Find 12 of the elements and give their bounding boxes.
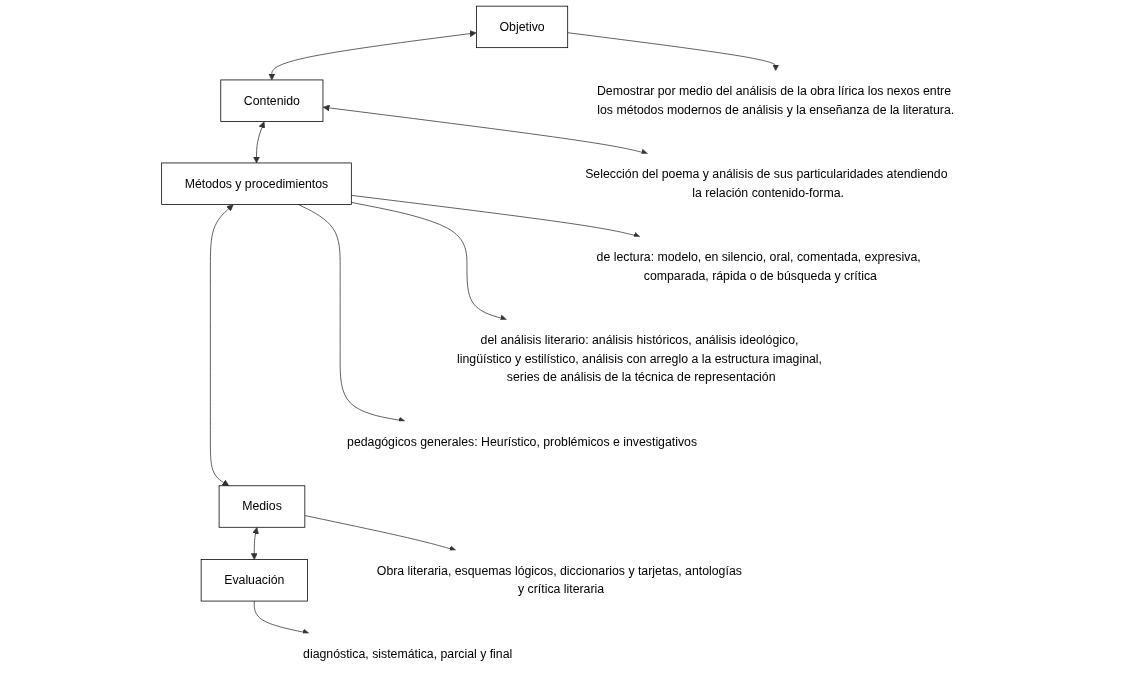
node-text: de lectura: modelo, en silencio, oral, comentada, expresiva, comparada, rápida o de búsqueda y crítica — [596, 250, 921, 283]
node-text: del análisis literario: análisis históricos, análisis ideológico, lingüístico y estilístico, análisis con arreglo a la estructura imaginal, series de análisis de la técnica de representación — [457, 333, 823, 384]
node-box: Objetivo — [476, 5, 569, 49]
node-text: Obra literaria, esquemas lógicos, diccionarios y tarjetas, antologías y crítica literaria — [376, 564, 742, 596]
node-box: Contenido — [220, 79, 324, 122]
node-text: pedagógicos generales: Heurístico, problémicos e investigativos — [347, 435, 698, 449]
node-box: Medios — [218, 485, 306, 528]
node-box: Evaluación — [200, 559, 308, 602]
node-text: Demostrar por medio del análisis de la obra lírica los nexos entre los métodos modernos de análisis y la enseñanza de la literatura. — [597, 84, 955, 117]
node-text: diagnóstica, sistemática, parcial y final — [303, 647, 513, 661]
node-text: Selección del poema y análisis de sus particularidades atendiendo la relación contenido-forma. — [585, 167, 948, 200]
node-box: Métodos y procedimientos — [161, 162, 352, 205]
